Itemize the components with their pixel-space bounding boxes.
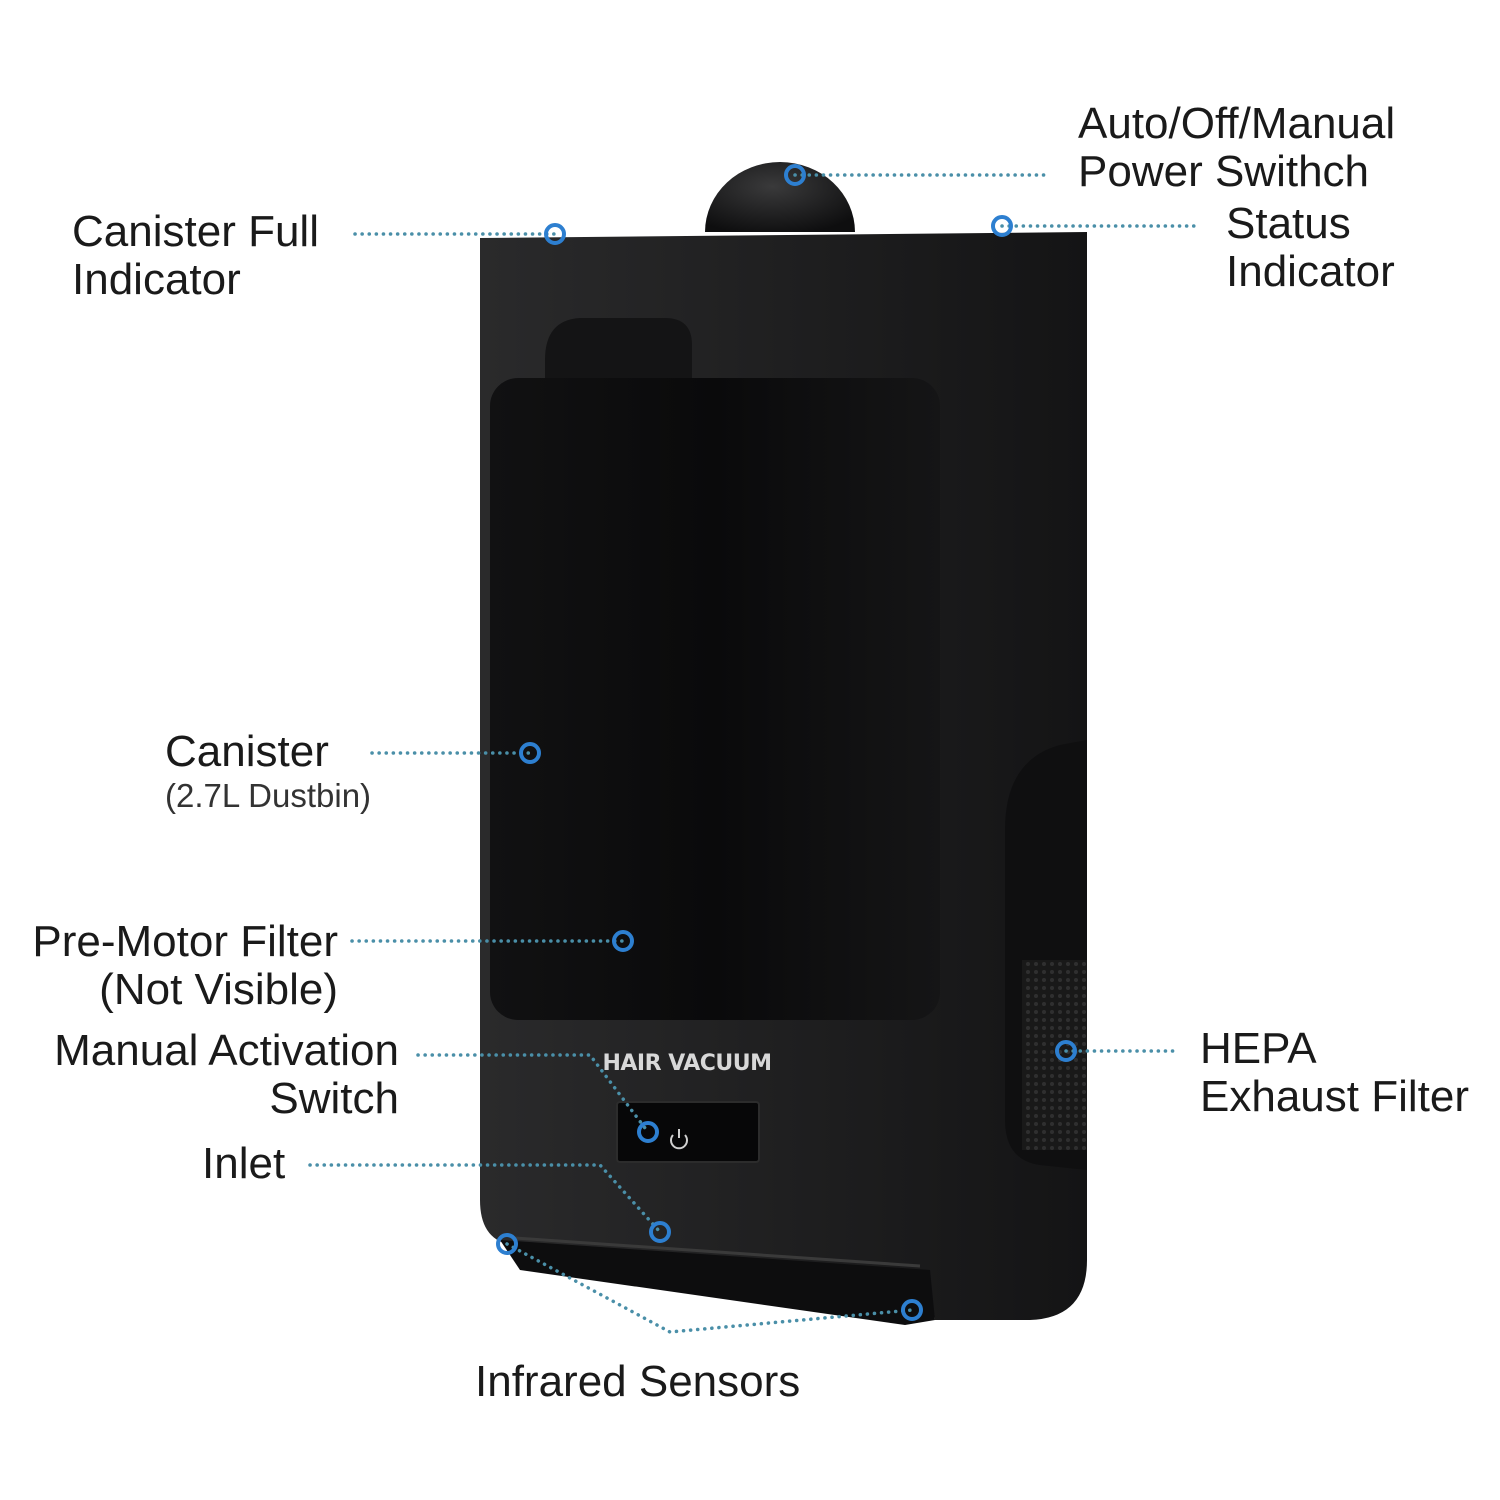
- power-knob: [705, 162, 855, 232]
- callout-canister: Canister: [165, 728, 329, 776]
- callout-canister-line1: Canister: [165, 727, 329, 776]
- callout-canister-full-line2: Indicator: [72, 255, 241, 304]
- markers: [496, 164, 1077, 1321]
- callout-status-line2: Indicator: [1226, 247, 1395, 296]
- ring-marker-icon: [544, 223, 566, 245]
- callout-status-line1: Status: [1226, 199, 1351, 248]
- callout-hepa: HEPA Exhaust Filter: [1200, 1025, 1469, 1121]
- callout-manual-switch: Manual Activation Switch: [54, 1027, 399, 1123]
- canister-panel: [490, 378, 940, 1020]
- ring-marker-icon: [901, 1299, 923, 1321]
- handle-recess: [545, 318, 692, 380]
- brand-label: HAIR VACUUM: [602, 1051, 771, 1076]
- callout-manual-switch-line1: Manual Activation: [54, 1026, 399, 1075]
- leader-lines: [308, 173, 1202, 1334]
- callout-canister-full-line1: Canister Full: [72, 207, 319, 256]
- callout-hepa-line2: Exhaust Filter: [1200, 1072, 1469, 1121]
- callout-pre-motor: Pre-Motor Filter (Not Visible): [32, 918, 338, 1014]
- inlet-base: [500, 1236, 935, 1325]
- callout-pre-motor-line1: Pre-Motor Filter: [32, 917, 338, 966]
- callout-power-switch-line2: Power Swithch: [1078, 147, 1370, 196]
- ring-marker-icon: [649, 1221, 671, 1243]
- callout-canister-sub: (2.7L Dustbin): [165, 777, 372, 814]
- ring-marker-icon: [496, 1233, 518, 1255]
- ring-marker-icon: [519, 742, 541, 764]
- callout-hepa-line1: HEPA: [1200, 1024, 1317, 1073]
- callout-pre-motor-line2: (Not Visible): [99, 965, 338, 1014]
- ring-marker-icon: [637, 1121, 659, 1143]
- power-icon: [670, 1129, 688, 1150]
- hepa-mesh: [1022, 960, 1087, 1150]
- callout-power-switch-line1: Auto/Off/Manual: [1078, 99, 1396, 148]
- callout-inlet-line1: Inlet: [202, 1139, 286, 1188]
- callout-infrared-line1: Infrared Sensors: [475, 1357, 801, 1406]
- callout-infrared: Infrared Sensors: [475, 1358, 800, 1406]
- ring-marker-icon: [784, 164, 806, 186]
- ring-marker-icon: [612, 930, 634, 952]
- manual-activation-switch: [616, 1101, 760, 1163]
- ring-marker-icon: [1055, 1040, 1077, 1062]
- callout-status: Status Indicator: [1226, 200, 1395, 296]
- callout-power-switch: Auto/Off/Manual Power Swithch: [1078, 100, 1395, 196]
- callout-canister-full: Canister Full Indicator: [72, 208, 319, 304]
- callout-manual-switch-line2: Switch: [269, 1074, 399, 1123]
- ring-marker-icon: [991, 215, 1013, 237]
- callout-inlet: Inlet: [202, 1140, 285, 1188]
